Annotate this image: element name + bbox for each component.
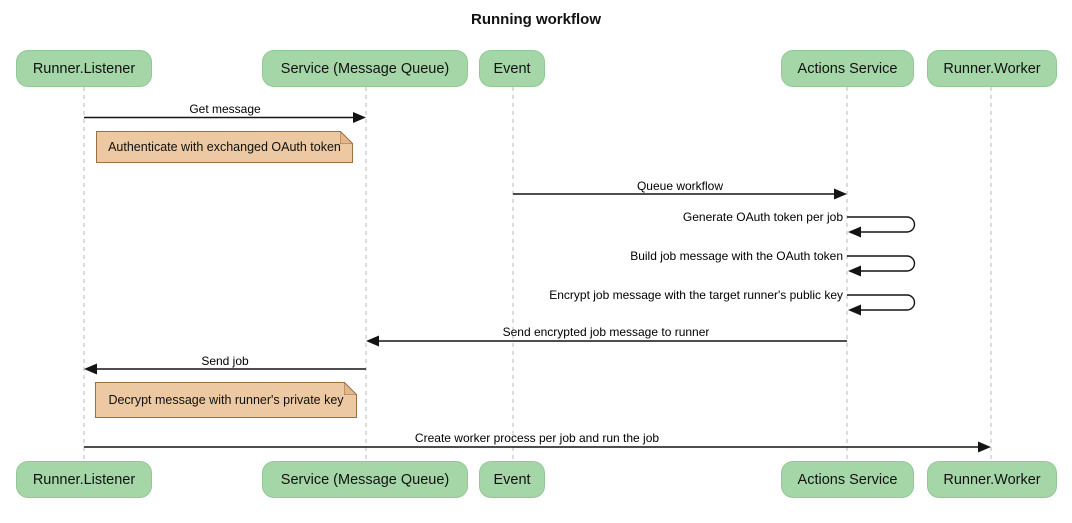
- arrowhead-encrypt-job-message: [848, 304, 861, 316]
- note-fold-flap: [340, 131, 353, 144]
- note-fold-flap: [344, 382, 357, 395]
- actor-bottom-actions-service: Actions Service: [781, 461, 914, 498]
- actor-label: Runner.Listener: [32, 60, 136, 77]
- note-fold-icon: [340, 131, 353, 144]
- note-text: Authenticate with exchanged OAuth token: [108, 140, 341, 154]
- note-authenticate-oauth: Authenticate with exchanged OAuth token: [96, 131, 353, 163]
- arrowhead-send-encrypted-job-message: [366, 335, 379, 347]
- message-label-queue-workflow: Queue workflow: [636, 179, 724, 193]
- actor-label: Runner.Listener: [32, 471, 136, 488]
- arrowhead-create-worker-process: [978, 441, 991, 453]
- actor-label: Event: [493, 60, 531, 77]
- actor-label: Actions Service: [797, 60, 898, 77]
- actor-label: Event: [493, 471, 531, 488]
- note-text: Decrypt message with runner's private ke…: [108, 393, 344, 407]
- message-label-encrypt-job-message: Encrypt job message with the target runn…: [549, 288, 843, 302]
- message-label-generate-oauth-token: Generate OAuth token per job: [682, 210, 843, 224]
- message-label-send-encrypted-job-message: Send encrypted job message to runner: [502, 325, 710, 339]
- diagram-title: Running workflow: [471, 11, 601, 28]
- note-fold-icon: [344, 382, 357, 395]
- arrowhead-build-job-message: [848, 265, 861, 277]
- actor-top-runner-listener: Runner.Listener: [16, 50, 152, 87]
- actor-label: Runner.Worker: [943, 471, 1041, 488]
- actor-bottom-event: Event: [479, 461, 545, 498]
- actor-top-event: Event: [479, 50, 545, 87]
- actor-bottom-runner-worker: Runner.Worker: [927, 461, 1057, 498]
- actor-label: Runner.Worker: [943, 60, 1041, 77]
- message-label-send-job: Send job: [201, 354, 249, 368]
- selfloop-generate-oauth-token: [847, 216, 916, 233]
- actor-label: Service (Message Queue): [280, 471, 450, 488]
- selfloop-encrypt-job-message: [847, 294, 916, 311]
- selfloop-build-job-message: [847, 255, 916, 272]
- message-label-build-job-message: Build job message with the OAuth token: [630, 249, 843, 263]
- message-label-get-message: Get message: [189, 102, 261, 116]
- actor-top-actions-service: Actions Service: [781, 50, 914, 87]
- arrowhead-generate-oauth-token: [848, 226, 861, 238]
- actor-top-service-message-queue: Service (Message Queue): [262, 50, 468, 87]
- actor-label: Actions Service: [797, 471, 898, 488]
- actor-bottom-service-message-queue: Service (Message Queue): [262, 461, 468, 498]
- message-label-create-worker-process: Create worker process per job and run th…: [414, 431, 660, 445]
- actor-bottom-runner-listener: Runner.Listener: [16, 461, 152, 498]
- arrowhead-send-job: [84, 363, 97, 375]
- note-decrypt-private-key: Decrypt message with runner's private ke…: [95, 382, 357, 418]
- arrowhead-get-message: [353, 112, 366, 123]
- actor-label: Service (Message Queue): [280, 60, 450, 77]
- actor-top-runner-worker: Runner.Worker: [927, 50, 1057, 87]
- arrowhead-queue-workflow: [834, 188, 847, 200]
